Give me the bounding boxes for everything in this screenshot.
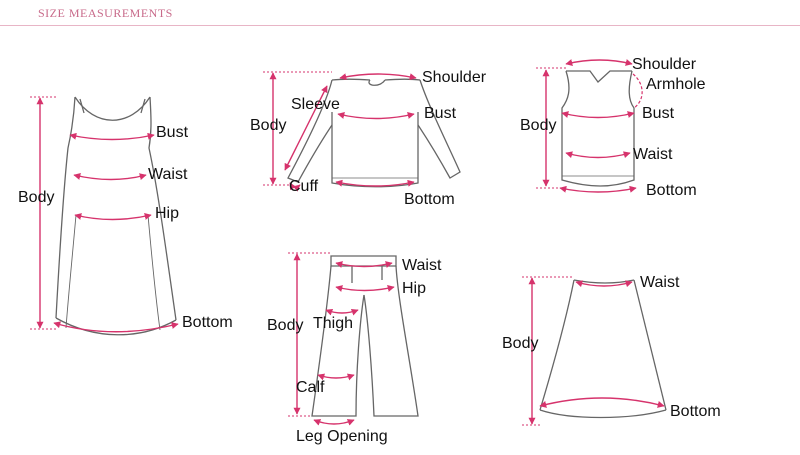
skirt-figure <box>539 279 667 419</box>
dress-bust-label: Bust <box>156 124 189 141</box>
skirt-waist-label: Waist <box>640 274 680 291</box>
vest-waist-label: Waist <box>633 146 673 163</box>
shirt-bottom-label: Bottom <box>404 191 455 208</box>
shirt-cuff-label: Cuff <box>289 178 319 195</box>
pants-measure-lines <box>288 252 395 426</box>
pants-hip-label: Hip <box>402 280 427 297</box>
pants-body-label: Body <box>267 317 304 334</box>
pants-leg-opening-label: Leg Opening <box>296 428 388 445</box>
dress-body-label: Body <box>18 189 55 206</box>
vest-armhole-label: Armhole <box>646 76 706 93</box>
shirt-bust-label: Bust <box>424 105 457 122</box>
shirt-shoulder-label: Shoulder <box>422 69 487 86</box>
vest-figure <box>561 70 635 187</box>
page-title: SIZE MEASUREMENTS <box>38 6 173 20</box>
dress-bottom-label: Bottom <box>182 314 233 331</box>
pants-calf-label: Calf <box>296 379 325 396</box>
dress-hip-label: Hip <box>155 205 180 222</box>
shirt-sleeve-label: Sleeve <box>291 96 340 113</box>
shirt-body-label: Body <box>250 117 287 134</box>
header-divider <box>0 25 800 26</box>
vest-body-label: Body <box>520 117 557 134</box>
pants-thigh-label: Thigh <box>313 315 354 332</box>
dress-figure <box>55 96 177 336</box>
dress-waist-label: Waist <box>148 166 188 183</box>
vest-bust-label: Bust <box>642 105 675 122</box>
skirt-measure-lines <box>522 276 665 426</box>
skirt-bottom-label: Bottom <box>670 403 721 420</box>
vest-shoulder-label: Shoulder <box>632 56 697 73</box>
pants-figure <box>311 255 419 417</box>
shirt-measure-lines <box>263 71 417 192</box>
vest-bottom-label: Bottom <box>646 182 697 199</box>
dress-measure-lines <box>30 96 179 333</box>
pants-waist-label: Waist <box>402 257 442 274</box>
vest-measure-lines <box>536 59 643 193</box>
skirt-body-label: Body <box>502 335 539 352</box>
